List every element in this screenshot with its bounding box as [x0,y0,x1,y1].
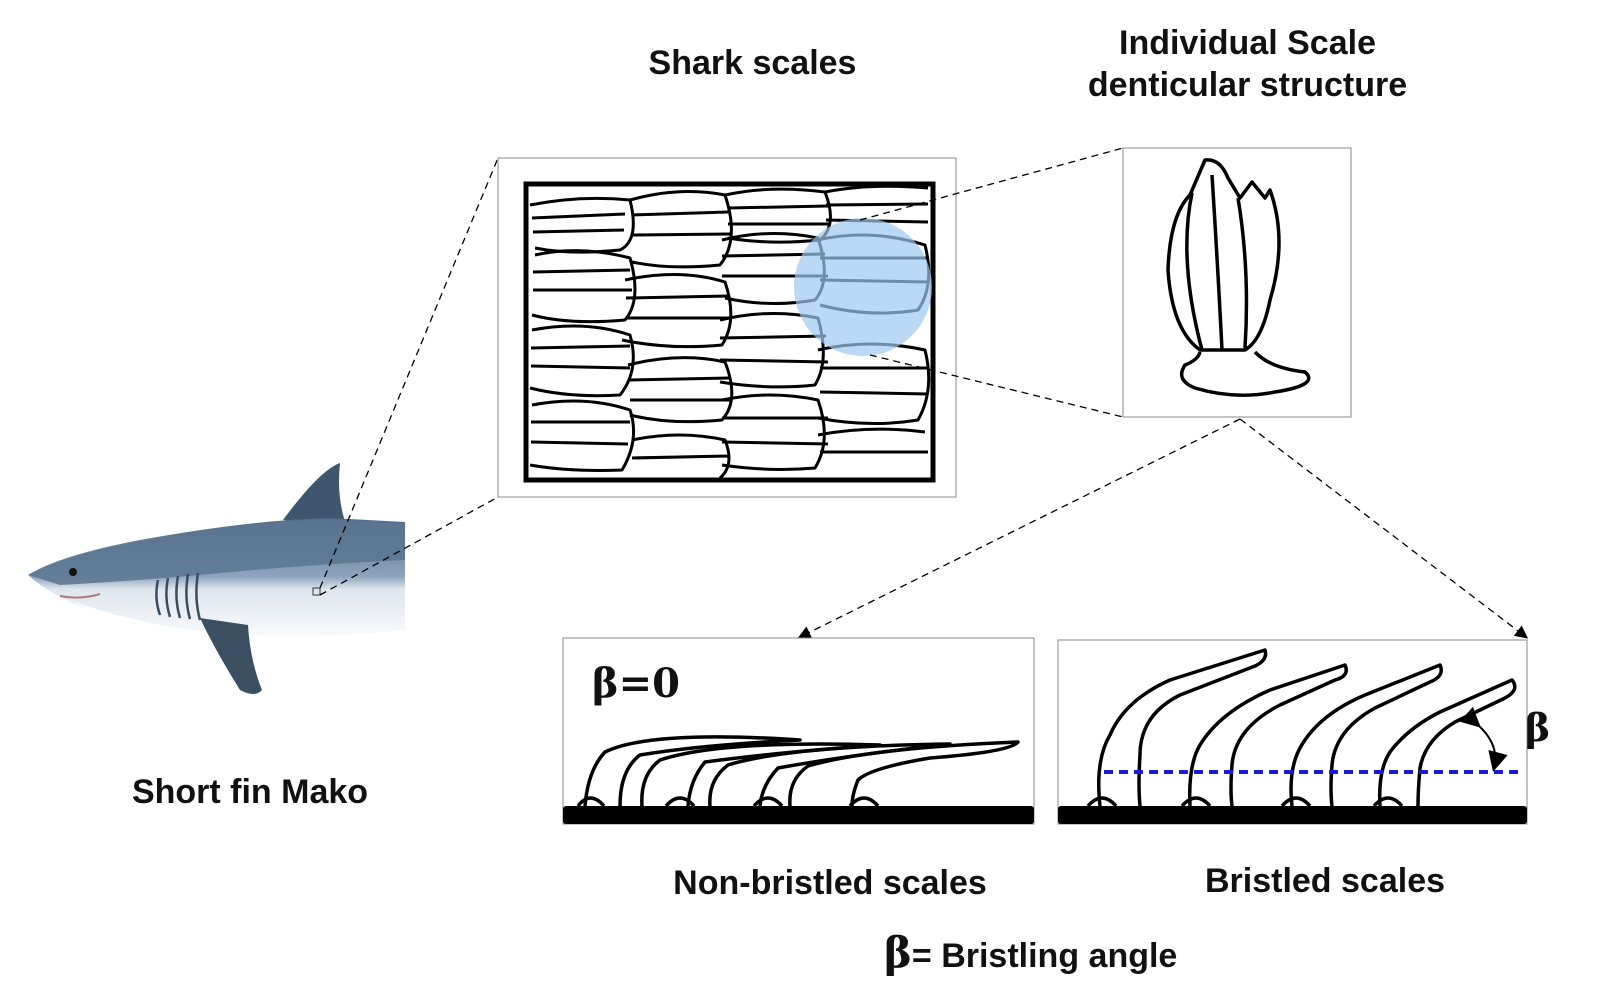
short-fin-mako-label: Short fin Mako [131,773,369,811]
beta-angle-arrow [1459,706,1508,772]
zoom-lines-scale [859,147,1124,418]
highlight-circle [794,218,932,356]
legend-text: = Bristling angle [911,937,1178,975]
non-bristled-panel [562,637,1035,825]
individual-scale-title-line1: Individual Scale [1119,24,1376,62]
bristled-denticles [1086,648,1517,808]
shark-scales-title: Shark scales [648,44,857,82]
zoom-lines-shark [319,157,499,596]
beta-zero-label: β=0 [592,660,680,707]
shark-illustration [28,463,405,694]
denticle-outline [1166,158,1311,397]
individual-scale-title-line2: denticular structure [1087,66,1408,104]
non-bristled-label: Non-bristled scales [673,864,987,902]
legend: β= Bristling angle [884,928,1177,977]
scales-panel [497,157,957,498]
bristled-label: Bristled scales [1204,862,1446,900]
bristled-panel [1057,639,1528,825]
individual-scale-panel [1122,147,1352,418]
beta-angle-label: β [1525,705,1551,750]
zoom-arrows-bottom [797,418,1529,639]
legend-beta-symbol: β [884,928,912,977]
